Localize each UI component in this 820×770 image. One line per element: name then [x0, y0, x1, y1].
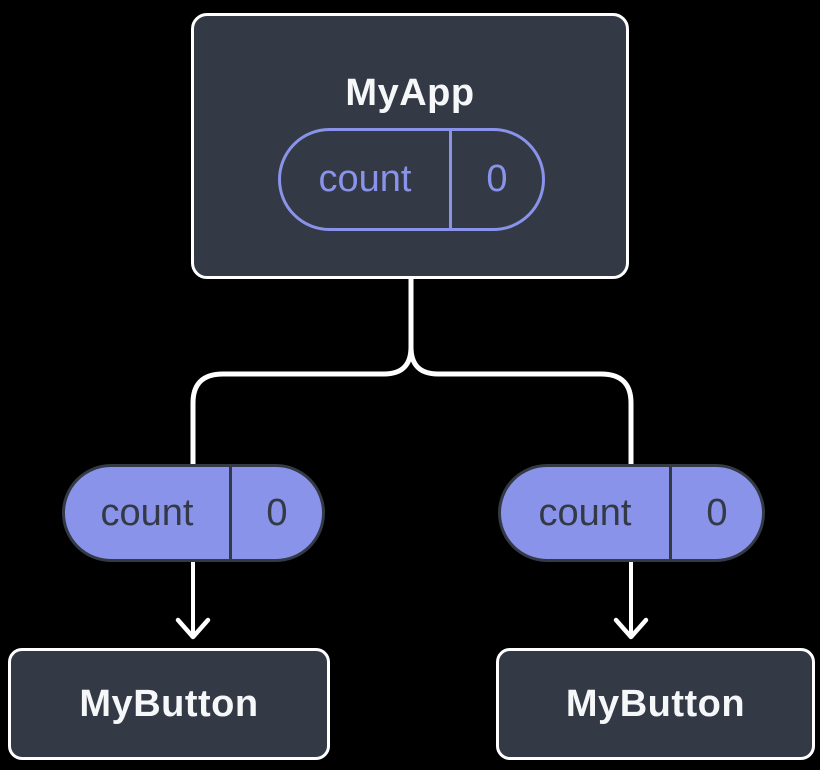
prop-pill-left: count 0: [62, 464, 325, 562]
pill-label: count: [100, 491, 194, 534]
pill-value: 0: [266, 491, 288, 534]
pill-value: 0: [706, 491, 728, 534]
leaf-component-node-right: MyButton: [496, 648, 815, 760]
arrow-down-icon: [175, 617, 211, 640]
connector-branch-left: [190, 344, 414, 470]
pill-divider: [449, 131, 452, 228]
leaf-component-node-left: MyButton: [8, 648, 330, 760]
root-component-node: MyApp count 0: [191, 13, 629, 279]
arrow-down-icon: [613, 617, 649, 640]
connector-branch-right: [408, 344, 634, 470]
pill-divider: [229, 467, 232, 559]
pill-divider: [669, 467, 672, 559]
component-title: MyApp: [345, 72, 475, 114]
pill-value: 0: [486, 158, 508, 200]
component-title: MyButton: [79, 682, 259, 725]
pill-label: count: [318, 158, 412, 200]
component-title: MyButton: [565, 682, 746, 725]
pill-label: count: [538, 491, 632, 534]
prop-pill-right: count 0: [498, 464, 765, 562]
state-pill-root: count 0: [278, 128, 545, 231]
